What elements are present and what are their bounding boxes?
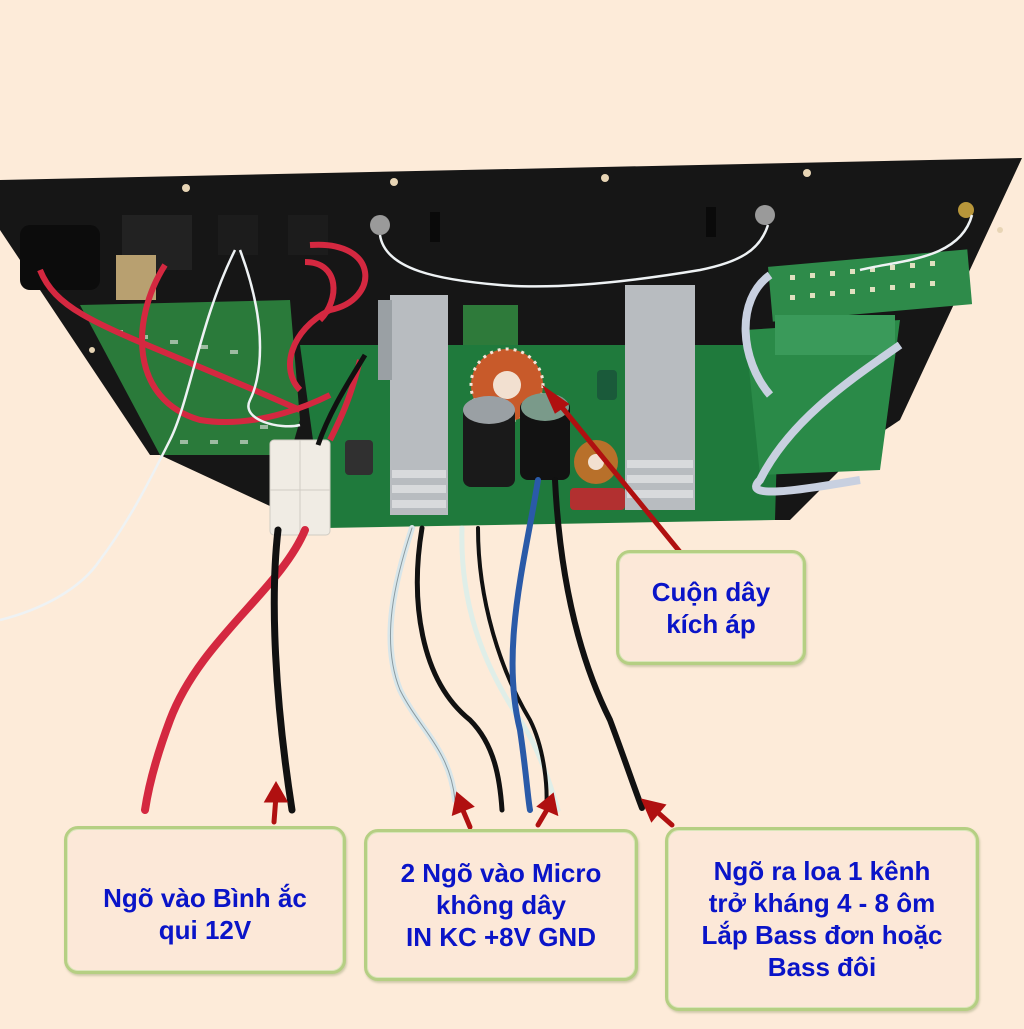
- heatsink-right: [625, 285, 695, 510]
- power-socket: [20, 225, 100, 290]
- speaker-wires: [509, 477, 645, 813]
- annotation-arrows: [263, 384, 683, 830]
- film-capacitor: [570, 488, 625, 510]
- power-connector-block: [269, 439, 331, 536]
- callout-battery-text: Ngõ vào Bình ắc qui 12V: [103, 883, 307, 945]
- callout-coil-text: Cuộn dây kích áp: [651, 576, 771, 639]
- heatsink-left: [378, 295, 448, 515]
- internal-white-wires: [0, 214, 974, 622]
- callout-speaker-output: Ngõ ra loa 1 kênh trở kháng 4 - 8 ôm Lắp…: [665, 827, 979, 1011]
- callout-speaker-text: Ngõ ra loa 1 kênh trở kháng 4 - 8 ôm Lắp…: [701, 856, 943, 982]
- small-coil: [574, 440, 618, 484]
- mic-wires: [387, 525, 561, 813]
- internal-red-wires: [37, 241, 369, 442]
- small-pcb: [463, 305, 518, 345]
- jack-2: [218, 215, 258, 255]
- callout-battery-input: Ngõ vào Bình ắc qui 12V: [64, 826, 346, 974]
- arrow-coil: [553, 397, 683, 555]
- callout-coil: Cuộn dây kích áp: [616, 550, 806, 665]
- antenna-mount: [958, 202, 974, 218]
- battery-wires: [141, 526, 309, 814]
- jack-3: [288, 215, 328, 255]
- module-board: [775, 315, 895, 355]
- callout-mic-text: 2 Ngõ vào Micro không dây IN KC +8V GND: [400, 858, 602, 952]
- capacitors: [345, 370, 617, 487]
- nut-1: [370, 215, 390, 235]
- callout-mic-input: 2 Ngõ vào Micro không dây IN KC +8V GND: [364, 829, 638, 981]
- ribbon-cables: [741, 271, 903, 496]
- display-board: [768, 249, 973, 322]
- right-pcb: [745, 320, 900, 475]
- nut-2: [755, 205, 775, 225]
